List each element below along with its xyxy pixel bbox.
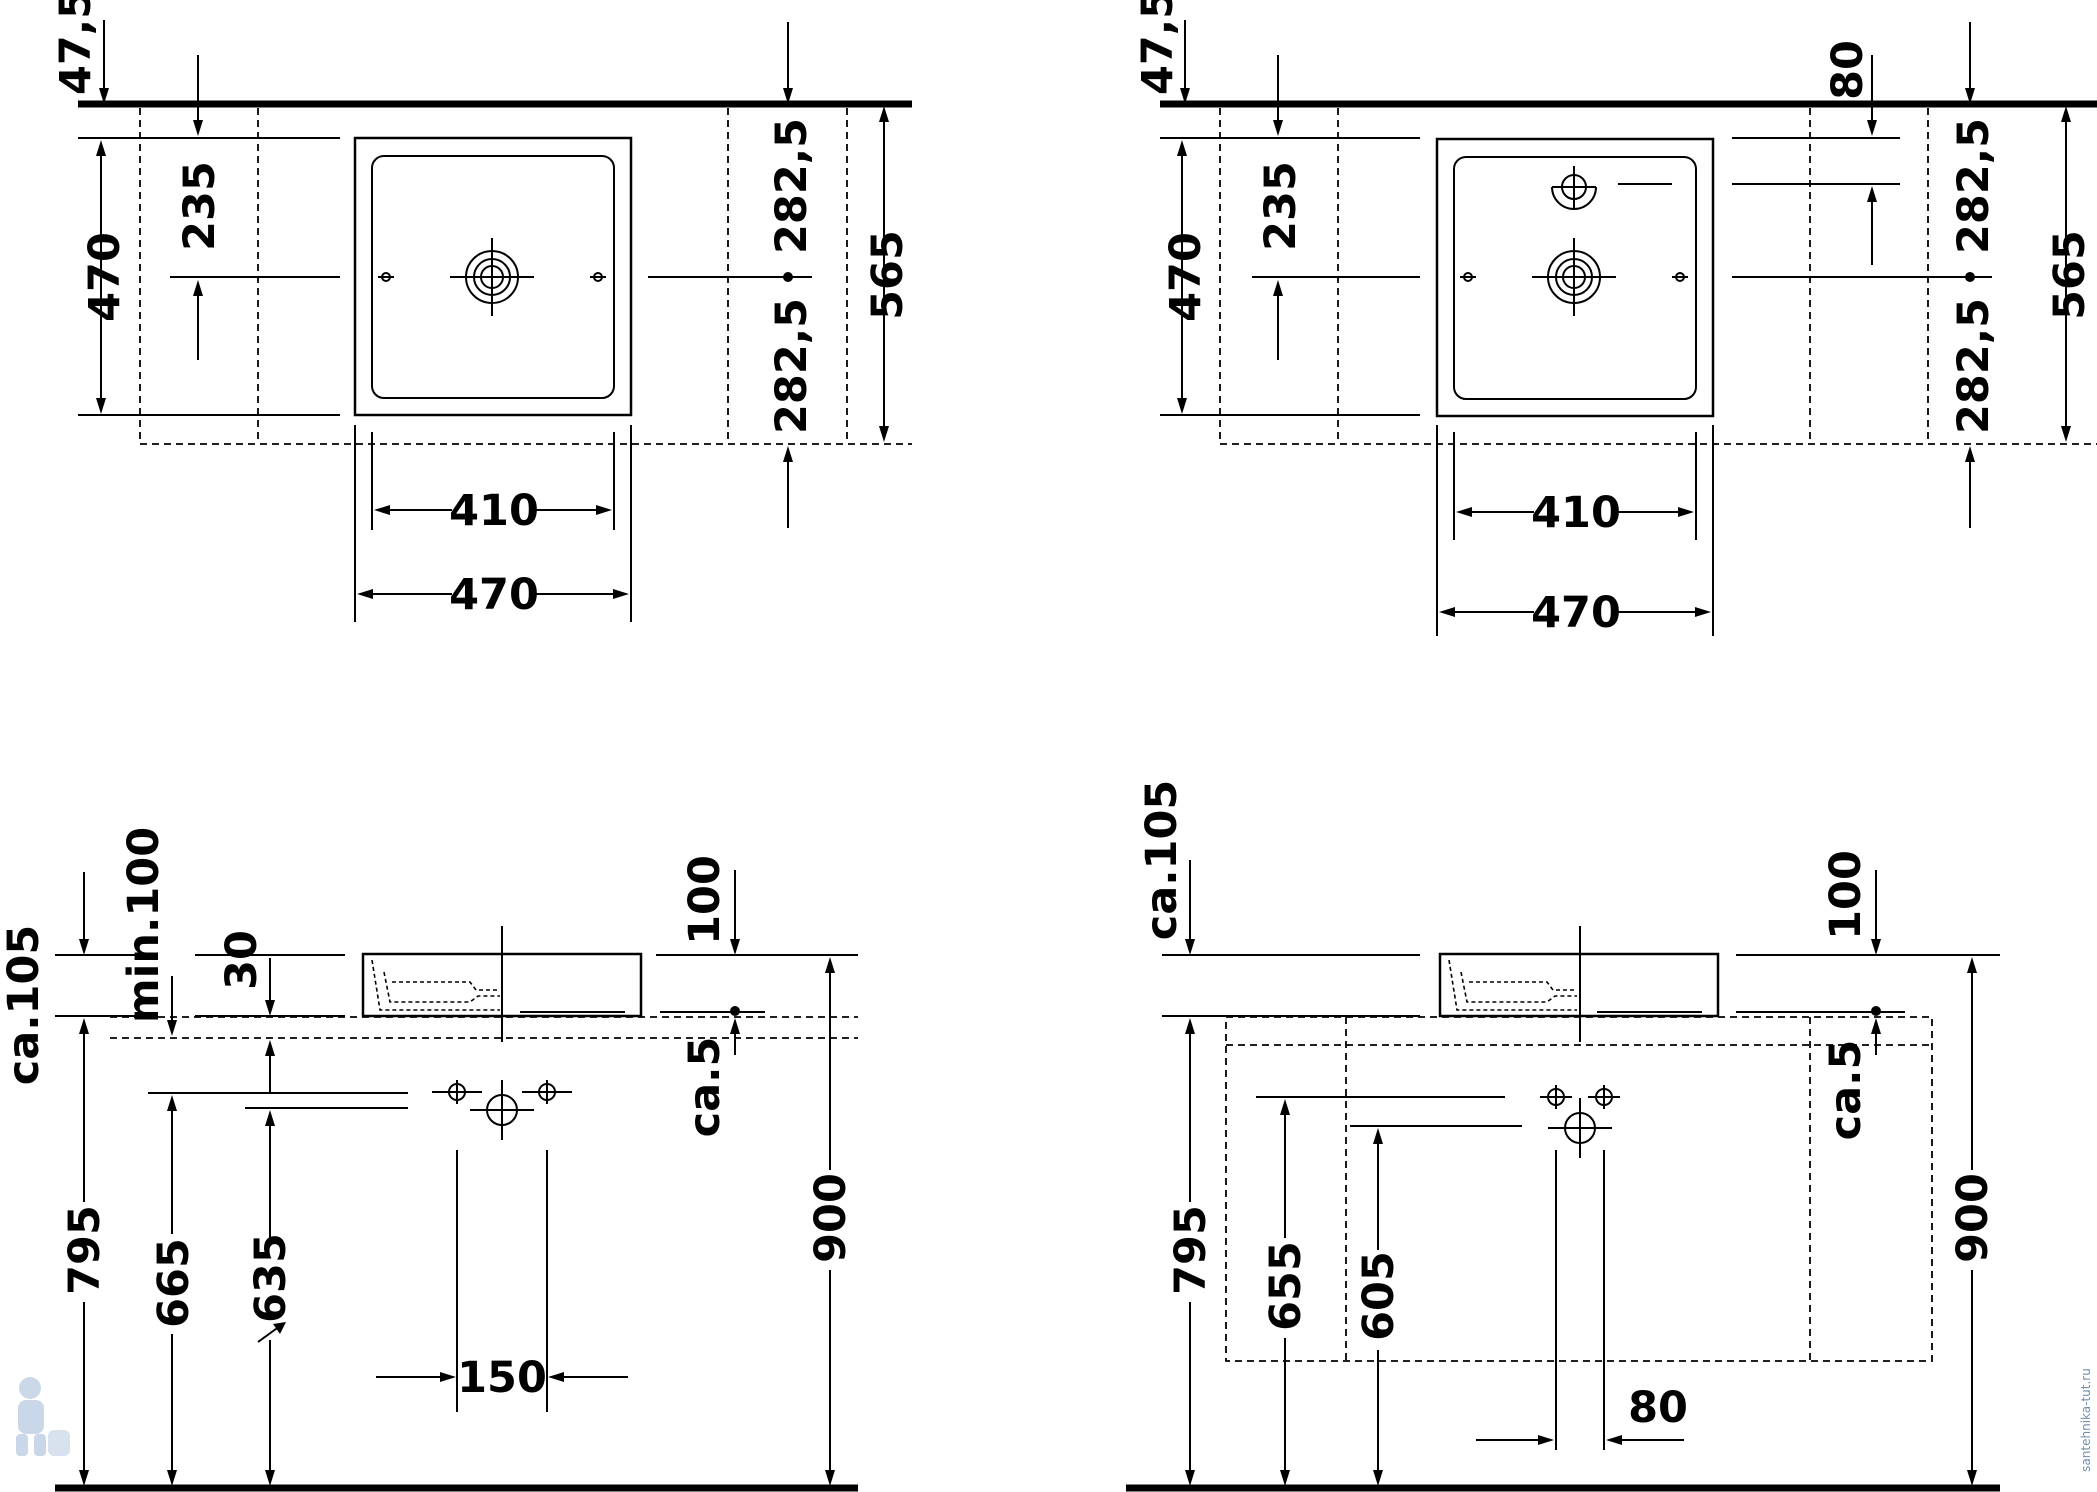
basin-bowl (371, 155, 615, 399)
plan-view-tap-hole (1160, 20, 2097, 636)
elevation-view-tap-hole (1126, 860, 2000, 1492)
dim-drain-height: 605 (1354, 1251, 1404, 1341)
watermark: santehnika-tut.ru (16, 1368, 2093, 1472)
watermark-text: santehnika-tut.ru (2079, 1368, 2093, 1472)
dim-top-offset: ca.105 (0, 925, 49, 1086)
dim-offset-top: 47,5 (51, 0, 101, 95)
dim-drain-to-back: 282,5 (767, 118, 817, 254)
dim-basin-height: 100 (1821, 850, 1871, 940)
dim-half-depth: 235 (1256, 161, 1306, 251)
dim-tap-hole-offset: 80 (1823, 40, 1873, 100)
plan-view-single-hole-labels: 47,5 235 470 282,5 282,5 565 410 470 (51, 0, 913, 620)
dim-depth: 470 (1161, 232, 1211, 322)
dim-overall-depth: 565 (2045, 230, 2095, 320)
basin-bowl (1453, 156, 1697, 400)
elevation-view-tap-hole-labels: ca.105 100 ca.5 795 655 605 900 80 (1137, 780, 1998, 1433)
dim-tap-spacing: 150 (457, 1353, 547, 1403)
dim-drain-height: 635 (246, 1233, 296, 1323)
dim-counter-height: 795 (60, 1205, 110, 1295)
cabinet-outline (1225, 1016, 1933, 1362)
plan-view-single-hole (78, 20, 912, 622)
dim-min-clearance: min.100 (119, 827, 169, 1023)
dim-inner-width: 410 (1531, 488, 1621, 538)
dim-drain-to-front: 282,5 (767, 298, 817, 434)
cabinet-outline (139, 108, 912, 445)
plumber-logo-icon (16, 1377, 70, 1456)
dim-drain-to-back: 282,5 (1949, 118, 1999, 254)
elevation-view-single-hole-labels: ca.105 min.100 30 100 ca.5 795 665 635 9… (0, 827, 856, 1403)
dim-overall-depth: 565 (863, 230, 913, 320)
dim-total-height: 900 (1948, 1173, 1998, 1263)
dim-basin-height-above: 30 (217, 930, 267, 990)
dim-counter-thickness: ca.5 (1821, 1040, 1871, 1141)
dim-drain-to-front: 282,5 (1949, 298, 1999, 434)
dim-tap-spacing: 80 (1628, 1383, 1688, 1433)
cabinet-outline (1219, 108, 2097, 445)
dim-depth: 470 (80, 232, 130, 322)
plan-view-tap-hole-labels: 47,5 235 470 80 282,5 282,5 565 410 470 (1133, 0, 2095, 638)
dim-total-height: 900 (806, 1173, 856, 1263)
dim-top-offset: ca.105 (1137, 780, 1187, 941)
dim-counter-height: 795 (1166, 1205, 1216, 1295)
dim-outer-width: 470 (1531, 588, 1621, 638)
dim-counter-thickness: ca.5 (680, 1037, 730, 1138)
dim-basin-height: 100 (680, 855, 730, 945)
dim-tap-height: 665 (149, 1238, 199, 1328)
elevation-view-single-hole (55, 870, 858, 1492)
dim-outer-width: 470 (449, 570, 539, 620)
dim-offset-top: 47,5 (1133, 0, 1183, 95)
dim-tap-height: 655 (1261, 1241, 1311, 1331)
dim-inner-width: 410 (449, 486, 539, 536)
dim-half-depth: 235 (175, 161, 225, 251)
